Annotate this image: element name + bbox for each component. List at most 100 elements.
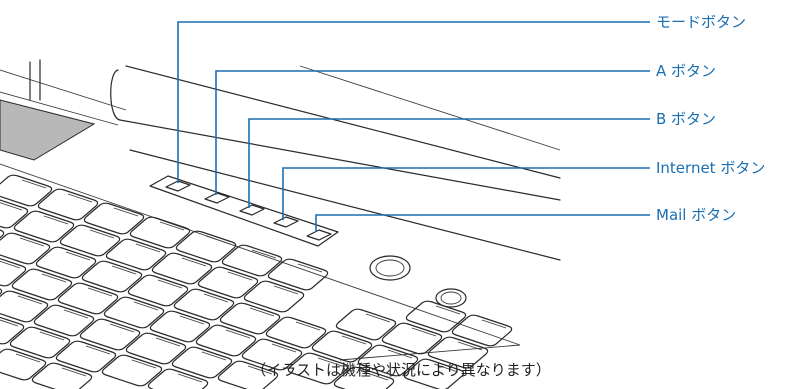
keyboard-key <box>57 282 119 315</box>
callout-label-a: A ボタン <box>656 62 716 80</box>
internet-button[interactable] <box>273 216 299 228</box>
keyboard-key <box>0 290 49 323</box>
keyboard-key-edge <box>295 321 321 331</box>
round-button-large[interactable] <box>369 255 411 281</box>
keyboard-key-edge <box>109 323 135 333</box>
keyboard-key-edge <box>133 301 159 311</box>
keyboard-key <box>11 268 73 301</box>
keyboard-key-edge <box>225 329 251 339</box>
keyboard-key <box>33 304 95 337</box>
leader-line-b <box>248 118 650 208</box>
keyboard-key <box>427 336 489 369</box>
keyboard-key-edge <box>271 343 297 353</box>
keyboard-key <box>241 338 303 371</box>
keyboard-key <box>0 288 3 295</box>
keyboard-key <box>267 258 329 291</box>
keyboard-key <box>219 302 281 335</box>
illustration-caption: （イラストは機種や状況により異なります） <box>251 361 551 379</box>
keyboard-key <box>81 260 143 293</box>
keyboard-key <box>173 288 235 321</box>
keyboard-key-edge <box>247 365 273 375</box>
keyboard-key <box>0 348 47 381</box>
keyboard-key <box>265 316 327 349</box>
keyboard-key <box>403 358 465 389</box>
callout-label-b: B ボタン <box>656 110 716 128</box>
keyboard-key-edge <box>273 285 299 295</box>
callout-mode: モードボタン <box>177 13 746 183</box>
keyboard-key-edge <box>87 287 113 297</box>
keyboard-key <box>195 324 257 357</box>
keyboard-key-edge <box>157 279 183 289</box>
keyboard-key <box>149 310 211 343</box>
leader-line-mode <box>177 21 650 183</box>
keyboard-key-edge <box>15 353 41 363</box>
keyboard-key <box>357 344 419 377</box>
keyboard-key <box>175 230 237 263</box>
keyboard-key-edge <box>435 305 461 315</box>
keyboard-key <box>0 229 5 239</box>
keyboard-key-edge <box>177 373 203 383</box>
keyboard-key <box>217 360 279 389</box>
mode-button[interactable] <box>165 180 191 192</box>
keyboard-key-edge <box>159 221 185 231</box>
keyboard-key-edge <box>411 327 437 337</box>
keyboard-key <box>103 296 165 329</box>
keyboard-key-edge <box>155 337 181 347</box>
keyboard <box>0 174 513 389</box>
mail-button[interactable] <box>306 229 332 241</box>
callout-b: B ボタン <box>248 110 716 208</box>
keyboard-key-edge <box>135 243 161 253</box>
button-strip <box>149 175 339 247</box>
keyboard-key-edge <box>67 193 93 203</box>
keyboard-key <box>31 362 93 389</box>
keyboard-key-edge <box>227 271 253 281</box>
keyboard-key <box>311 330 373 363</box>
callout-label-mail: Mail ボタン <box>656 206 736 224</box>
keyboard-key <box>83 202 145 235</box>
callout-label-internet: Internet ボタン <box>656 159 765 177</box>
keyboard-key-edge <box>387 349 413 359</box>
round-button-small[interactable] <box>435 288 467 308</box>
keyboard-key-edge <box>0 260 21 269</box>
keyboard-key <box>151 252 213 285</box>
keyboard-key <box>9 326 71 359</box>
keyboard-key <box>451 314 513 347</box>
keyboard-key-edge <box>0 319 19 327</box>
leader-line-mail <box>315 214 650 232</box>
keyboard-key <box>0 174 53 207</box>
keyboard-key-edge <box>341 335 367 345</box>
keyboard-key <box>79 318 141 351</box>
keyboard-key-edge <box>317 357 343 367</box>
keyboard-key <box>59 224 121 257</box>
keyboard-key-edge <box>297 263 323 273</box>
keyboard-key <box>0 258 27 287</box>
keyboard-key-edge <box>41 273 67 283</box>
callout-mail: Mail ボタン <box>315 206 736 232</box>
keyboard-key-edge <box>131 359 157 369</box>
keyboard-key-edge <box>457 341 483 351</box>
keyboard-key-edge <box>39 331 65 341</box>
a-button[interactable] <box>204 192 230 204</box>
keyboard-key-edge <box>85 345 111 355</box>
keyboard-key <box>0 316 25 345</box>
keyboard-key <box>335 308 397 341</box>
keyboard-key-edge <box>205 235 231 245</box>
b-button[interactable] <box>239 204 265 216</box>
keyboard-key-edge <box>111 265 137 275</box>
callout-internet: Internet ボタン <box>282 159 765 220</box>
keyboard-key <box>333 366 395 389</box>
keyboard-key-edge <box>19 237 45 247</box>
trackpad <box>0 99 96 161</box>
keyboard-key-edge <box>89 229 115 239</box>
keyboard-key <box>0 232 51 265</box>
keyboard-key-edge <box>249 307 275 317</box>
keyboard-key <box>243 280 305 313</box>
keyboard-key-edge <box>481 319 507 329</box>
leader-line-internet <box>282 167 650 220</box>
keyboard-key <box>125 332 187 365</box>
keyboard-key <box>127 274 189 307</box>
keyboard-key <box>287 352 349 385</box>
keyboard-key-edge <box>65 251 91 261</box>
keyboard-key <box>13 210 75 243</box>
